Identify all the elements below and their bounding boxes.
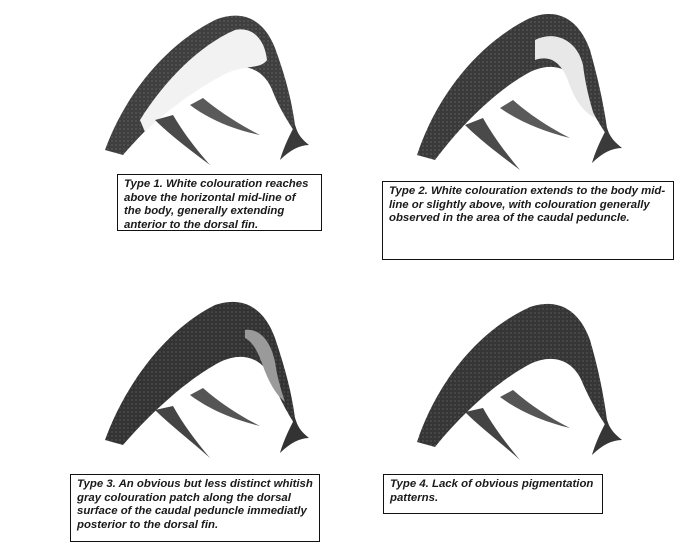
whale-illustration-type-1 xyxy=(95,0,310,170)
caption-type-4: Type 4. Lack of obvious pigmentation pat… xyxy=(383,474,603,514)
whale-illustration-type-2 xyxy=(405,0,625,175)
caption-type-2: Type 2. White colouration extends to the… xyxy=(382,181,674,260)
caption-type-3: Type 3. An obvious but less distinct whi… xyxy=(70,474,320,542)
whale-illustration-type-4 xyxy=(405,292,625,462)
whale-illustration-type-3 xyxy=(95,290,310,460)
caption-type-1: Type 1. White colouration reaches above … xyxy=(117,174,322,231)
